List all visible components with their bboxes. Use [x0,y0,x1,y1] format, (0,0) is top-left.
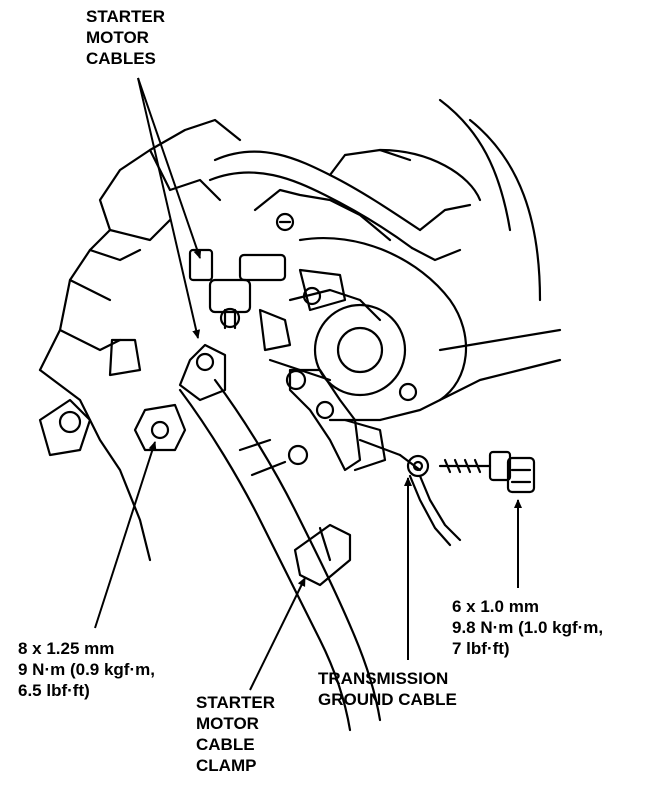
leader-arrows [94,77,522,691]
transmission-housing [38,118,242,562]
bolt-8mm-drawing [108,338,187,452]
label-starter-motor-cable-clamp: STARTER MOTOR CABLE CLAMP [196,693,276,775]
starter-terminals [188,212,347,352]
ground-cable-terminal [398,453,462,547]
bolt-6mm-drawing [438,450,536,494]
arrow-cables-upper [137,77,202,259]
upper-cable [208,98,542,302]
label-bolt-6mm: 6 x 1.0 mm 9.8 N·m (1.0 kgf·m, 7 lbf·ft) [452,597,604,658]
starter-motor-body [253,188,562,422]
ground-bracket [285,368,418,472]
starter-motor-cable [178,343,382,732]
arrow-bolt-8mm [94,441,157,629]
label-transmission-ground-cable: TRANSMISSION GROUND CABLE [318,669,457,709]
label-bolt-8mm: 8 x 1.25 mm 9 N·m (0.9 kgf·m, 6.5 lbf·ft… [18,639,155,700]
arrow-cables-lower [137,77,201,339]
arrow-cable-clamp [249,577,306,691]
label-starter-motor-cables: STARTER MOTOR CABLES [86,7,166,68]
